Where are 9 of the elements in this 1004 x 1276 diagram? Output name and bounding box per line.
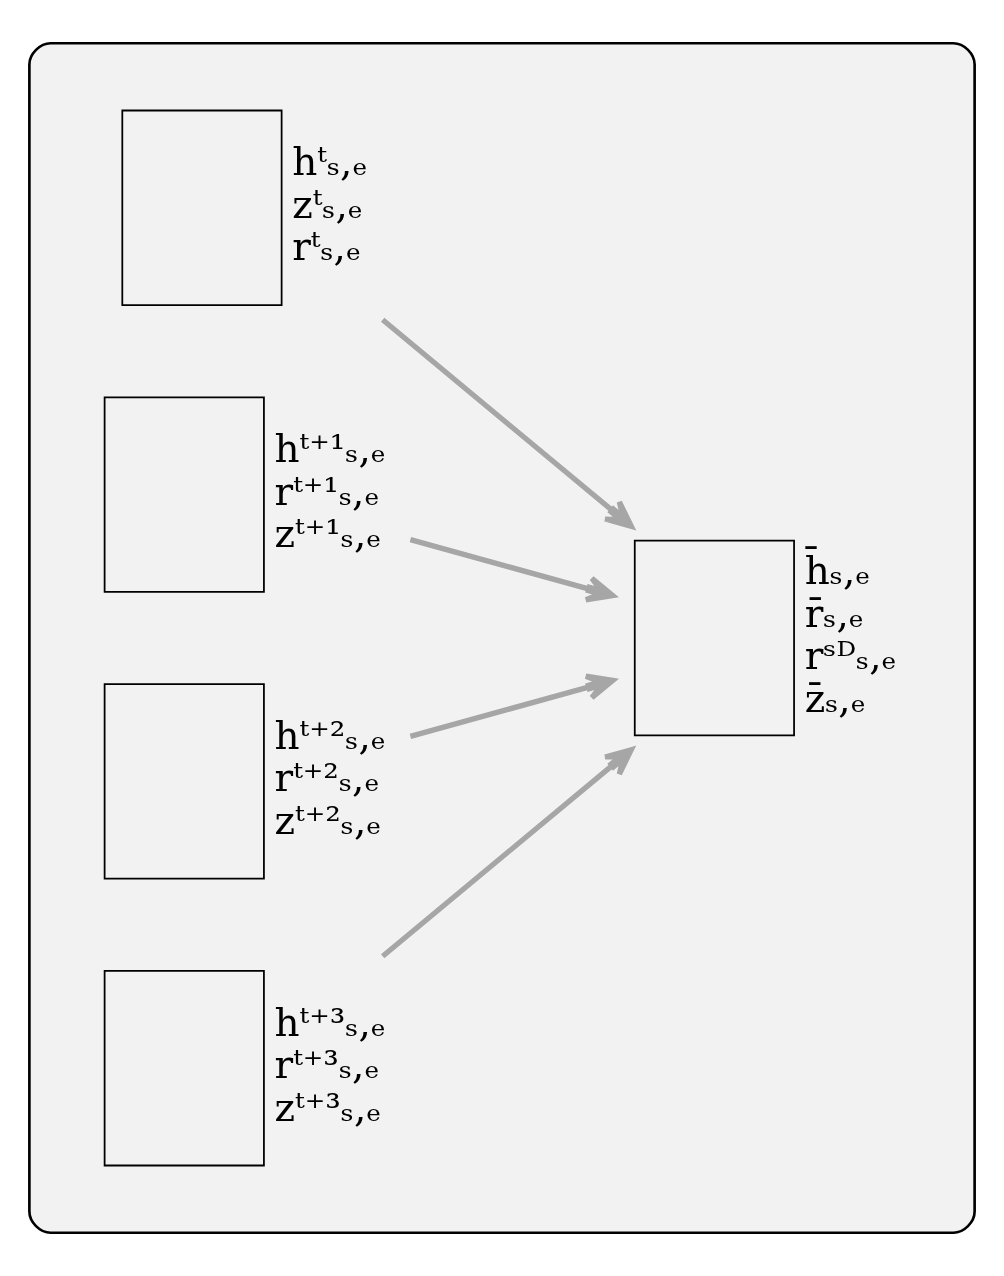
node-label: rᵗₛ,ₑ [292,224,362,270]
arrow [409,537,616,603]
node-label: hᵗ⁺³ₛ,ₑ [274,999,386,1045]
arrow [380,317,634,529]
cluster [28,41,976,1235]
arrow [380,747,634,959]
arrow [409,673,616,739]
node-label: zᵗ⁺¹ₛ,ₑ [274,511,382,557]
node-label: hᵗ⁺²ₛ,ₑ [274,712,386,758]
